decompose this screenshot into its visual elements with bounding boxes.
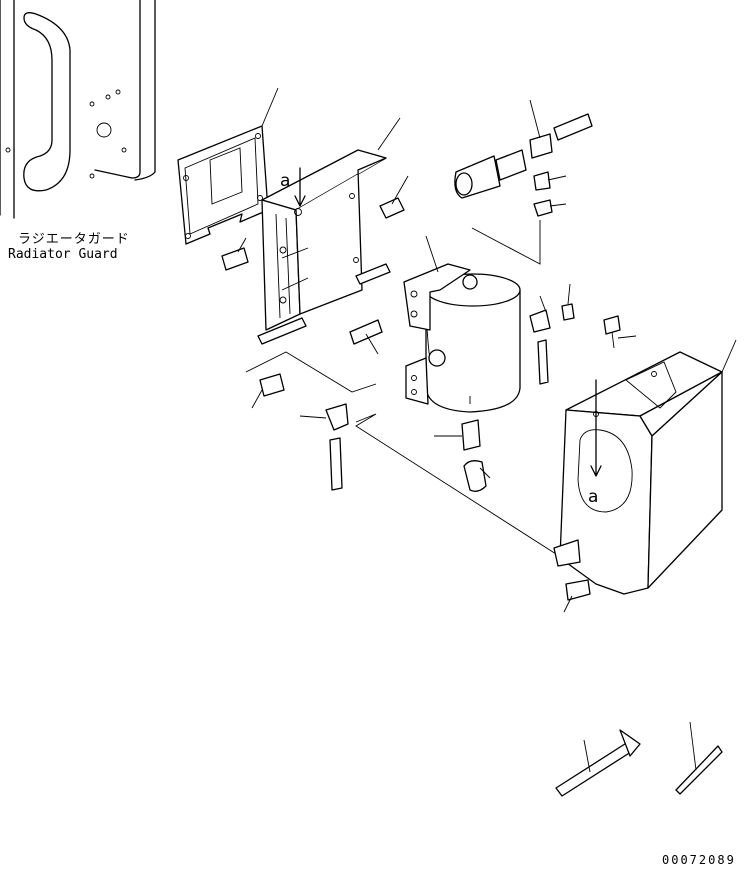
- view-arrow-cover: [590, 379, 602, 477]
- radiator-guard: [0, 0, 156, 219]
- drawing-number: 00072089: [662, 853, 736, 867]
- leader-line-2: [355, 413, 557, 555]
- hose-leader-line: [471, 220, 541, 265]
- tank-cover: [553, 339, 737, 595]
- radiator-guard-label-jp: ラジエータガード: [18, 232, 130, 247]
- spacer-plate: [177, 87, 279, 245]
- leader-line-1: [245, 351, 377, 393]
- radiator-guard-label-en: Radiator Guard: [8, 247, 118, 262]
- fittings-upper: [454, 99, 593, 385]
- bolts: [221, 175, 637, 613]
- air-tank: [403, 235, 521, 413]
- view-marker-a-top: a: [280, 171, 290, 191]
- view-arrow-top: [294, 167, 306, 207]
- view-marker-a-cover: a: [588, 487, 598, 507]
- mounting-bracket: [257, 117, 401, 345]
- fittings-lower: [299, 403, 491, 492]
- hose-assembly: [555, 729, 641, 797]
- pipe-part: [675, 721, 723, 795]
